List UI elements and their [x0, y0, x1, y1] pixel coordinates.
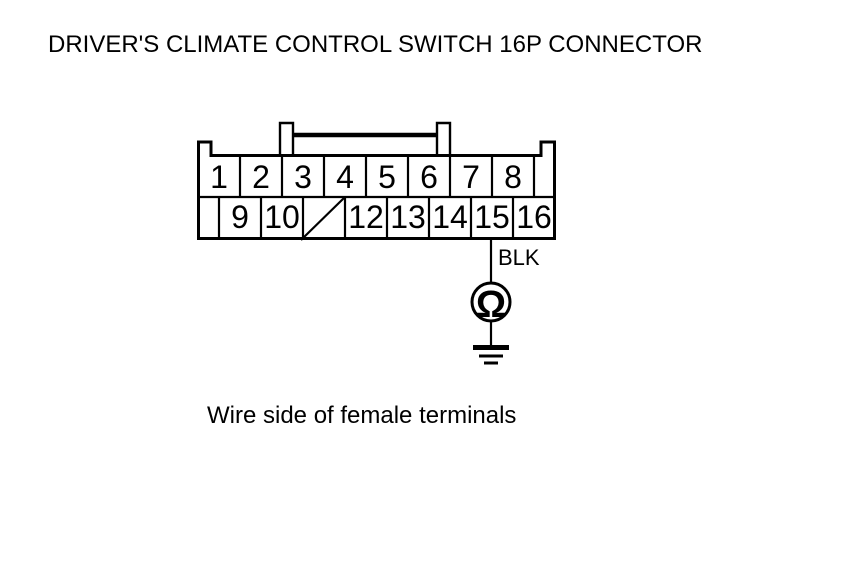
pin-row-1: 1 2 3 4 5 6 7 8 — [210, 159, 522, 195]
ground-icon — [473, 345, 509, 365]
connector-body: 1 2 3 4 5 6 7 8 9 10 12 13 14 15 16 — [197, 121, 556, 241]
pin-10-label: 10 — [264, 199, 300, 235]
pin-4-label: 4 — [336, 159, 354, 195]
row2-dividers — [217, 197, 515, 238]
latch-left-prong — [278, 121, 295, 156]
pin-2-label: 2 — [252, 159, 270, 195]
pin-6-label: 6 — [420, 159, 438, 195]
page-title: DRIVER'S CLIMATE CONTROL SWITCH 16P CONN… — [48, 31, 702, 58]
pin-3-label: 3 — [294, 159, 312, 195]
pin-16-label: 16 — [516, 199, 552, 235]
pin-9-label: 9 — [231, 199, 249, 235]
continuity-probe: BLK Ω — [470, 238, 540, 365]
pin-1-label: 1 — [210, 159, 228, 195]
connector-latch — [278, 121, 452, 156]
pin-14-label: 14 — [432, 199, 468, 235]
pin-grid — [198, 156, 555, 241]
wire-color-label: BLK — [498, 245, 540, 270]
latch-right-prong — [435, 121, 452, 156]
pin-13-label: 13 — [390, 199, 426, 235]
pin-5-label: 5 — [378, 159, 396, 195]
pin-row-2: 9 10 12 13 14 15 16 — [231, 199, 552, 235]
pin-7-label: 7 — [462, 159, 480, 195]
pin-8-label: 8 — [504, 159, 522, 195]
connector-outline — [197, 140, 556, 240]
pin-15-label: 15 — [474, 199, 510, 235]
ohm-symbol: Ω — [476, 284, 506, 326]
missing-pin-slash — [300, 196, 346, 241]
pin-12-label: 12 — [348, 199, 384, 235]
caption: Wire side of female terminals — [207, 402, 516, 429]
row1-dividers — [238, 156, 536, 197]
